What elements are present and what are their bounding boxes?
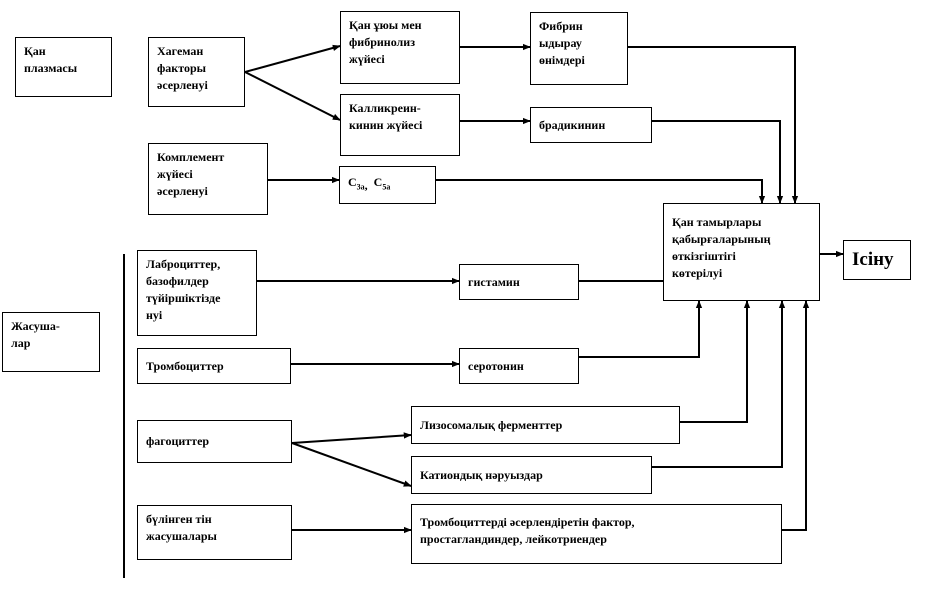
- complement-box: Комплемент жүйесі әсерленуі: [148, 143, 268, 215]
- cells-box: Жасуша- лар: [2, 312, 100, 372]
- c3a-c5a-box: C3a, C5a: [339, 166, 436, 204]
- histamine-box: гистамин: [459, 264, 579, 300]
- fibrin-products-box: Фибрин ыдырау өнімдері: [530, 12, 628, 85]
- blood-plasma-box: Қан плазмасы: [15, 37, 112, 97]
- arrow-paf-to-permeability: [782, 300, 810, 531]
- arrow-fibrin-products-to-permeability: [628, 46, 799, 204]
- arrow-phagocytes-to-cationic: [291, 442, 412, 487]
- paf-prostaglandins-box: Тромбоциттерді әсерлендіретін фактор, пр…: [411, 504, 782, 564]
- vessel-permeability-box: Қан тамырлары қабырғаларының өткізгіштіг…: [663, 203, 820, 301]
- damaged-tissue-box: бүлінген тін жасушалары: [137, 505, 292, 560]
- arrow-bradykinin-to-permeability: [652, 120, 784, 204]
- edema-box: Ісіну: [843, 240, 911, 280]
- arrow-c3a-c5a-to-permeability: [436, 179, 766, 204]
- arrow-serotonin-to-permeability: [579, 300, 703, 358]
- arrow-hageman-to-coagulation: [244, 44, 341, 73]
- labrocytes-box: Лаброциттер, базофилдер түйіршіктізде ну…: [137, 250, 257, 336]
- platelets-box: Тромбоциттер: [137, 348, 291, 384]
- lysosomal-enzymes-box: Лизосомалық ферменттер: [411, 406, 680, 444]
- kallikrein-kinin-box: Калликреин- кинин жүйесі: [340, 94, 460, 156]
- phagocytes-box: фагоциттер: [137, 420, 292, 463]
- arrow-lysosomal-to-permeability: [680, 300, 751, 423]
- arrow-hageman-to-kallikrein: [244, 71, 341, 121]
- c5a-label: C5a: [373, 175, 391, 192]
- coagulation-fibrinolysis-box: Қан ұюы мен фибринолиз жүйесі: [340, 11, 460, 84]
- serotonin-box: серотонин: [459, 348, 579, 384]
- cationic-proteins-box: Катиондық нәруыздар: [411, 456, 652, 494]
- arrow-phagocytes-to-lysosomal: [291, 432, 412, 444]
- bradykinin-box: брадикинин: [530, 107, 652, 143]
- hageman-factor-box: Хагеман факторы әсерленуі: [148, 37, 245, 107]
- c3a-label: C3a: [348, 175, 365, 192]
